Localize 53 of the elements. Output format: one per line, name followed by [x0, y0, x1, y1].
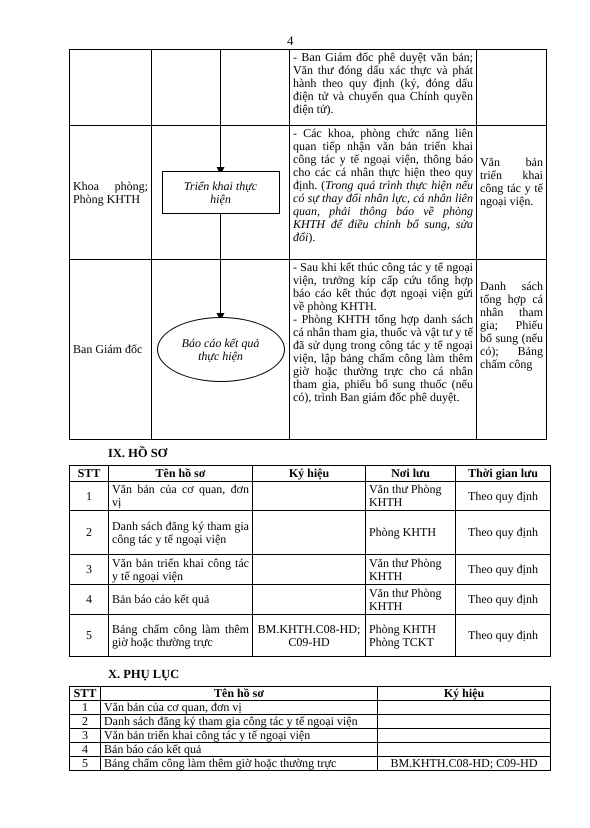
- section-heading: X. PHỤ LỤC: [108, 667, 180, 682]
- page-number: 4: [287, 33, 294, 49]
- table-cell: Văn bản triển khai công tác y tế ngoại viện: [108, 554, 252, 584]
- output-document: Văn bản triển khai công tác y tế ngoại viện.: [476, 126, 546, 260]
- step-description: - Phòng KHTH tổng hợp danh sách cá nhân tham gia, thuốc và vật tư y tế đã sử dụng trong công tác y tế ngoại viện, lập bảng chấm công làm thêm giờ hoặc thường trực cho cá nhân tham gia, phiếu bổ sung thuốc (nếu có), trình Ban giám đốc phê duyệt.: [293, 313, 473, 404]
- table-cell: Bản báo cáo kết quả: [100, 742, 378, 756]
- table-cell: Bảng chấm công làm thêm giờ hoặc thường trực: [108, 614, 252, 656]
- table-cell: Văn thư Phòng KHTH: [366, 482, 456, 510]
- lane-label: Ban Giám đốc: [70, 260, 152, 440]
- section-heading: IX. HỒ SƠ: [108, 446, 168, 461]
- step-description: - Ban Giám đốc phê duyệt văn bản; Văn thư đóng dấu xác thực và phát hành theo quy định (ký, đóng dấu điện tử và chuyển qua Chính quyền điện tử).: [290, 50, 476, 126]
- table-cell: Theo quy định: [456, 614, 550, 656]
- table-cell: Phòng KHTH Phòng TCKT: [366, 614, 456, 656]
- table-cell: Bảng chấm công làm thêm giờ hoặc thường trực: [100, 756, 378, 770]
- table-cell: BM.KHTH.C08-HD; C09-HD: [378, 756, 550, 770]
- table-cell: 4: [70, 584, 108, 614]
- process-box: Triển khai thực hiện: [162, 171, 280, 214]
- table-cell: 1: [70, 700, 100, 714]
- table-cell: Phòng KHTH: [366, 510, 456, 554]
- table-cell: BM.KHTH.C08-HD; C09-HD: [252, 614, 366, 656]
- table-cell: 3: [70, 554, 108, 584]
- output-document: Danh sách tổng hợp cá nhân tham gia; Phiếu bổ sung (nếu có); Bảng chấm công: [476, 260, 546, 440]
- column-header: Nơi lưu: [366, 466, 456, 482]
- lane-label: Khoa phòng; Phòng KHTH: [70, 126, 152, 260]
- column-header: STT: [70, 466, 108, 482]
- column-header: Ký hiệu: [252, 466, 366, 482]
- column-header: Ký hiệu: [378, 686, 550, 700]
- table-cell: 5: [70, 756, 100, 770]
- column-header: Thời gian lưu: [456, 466, 550, 482]
- table-cell: Danh sách đăng ký tham gia công tác y tế ngoại viện: [108, 510, 252, 554]
- table-cell: Theo quy định: [456, 482, 550, 510]
- table-cell: Văn thư Phòng KHTH: [366, 554, 456, 584]
- terminal-ellipse: Báo cáo kết quả thực hiện: [156, 317, 284, 382]
- step-description: - Sau khi kết thúc công tác y tế ngoại viện, trưởng kíp cấp cứu tổng hợp báo cáo kết thúc đợt ngoại viện gửi về phòng KHTH.: [293, 261, 473, 313]
- table-cell: 2: [70, 510, 108, 554]
- table-cell: Bản báo cáo kết quả: [108, 584, 252, 614]
- table-cell: 1: [70, 482, 108, 510]
- table-cell: 5: [70, 614, 108, 656]
- step-description: - Các khoa, phòng chức năng liên quan tiếp nhận văn bản triển khai công tác y tế ngoại viện, thông báo cho các cá nhân thực hiện theo quy định. (Trong quá trình thực hiện nếu có sự thay đổi nhân lực, cá nhân liên quan, phải thông báo về phòng KHTH để điều chỉnh bổ sung, sửa đổi).: [290, 126, 476, 260]
- table-cell: Danh sách đăng ký tham gia công tác y tế ngoại viện: [100, 714, 378, 728]
- table-cell: Theo quy định: [456, 510, 550, 554]
- table-cell: Văn bản triển khai công tác y tế ngoại viện: [100, 728, 378, 742]
- column-header: Tên hồ sơ: [108, 466, 252, 482]
- table-cell: Văn thư Phòng KHTH: [366, 584, 456, 614]
- table-cell: Văn bản của cơ quan, đơn vị: [100, 700, 378, 714]
- table-cell: Theo quy định: [456, 584, 550, 614]
- column-header: STT: [70, 686, 100, 700]
- table-cell: 3: [70, 728, 100, 742]
- table-cell: Văn bản của cơ quan, đơn vị: [108, 482, 252, 510]
- table-cell: 4: [70, 742, 100, 756]
- column-header: Tên hồ sơ: [100, 686, 378, 700]
- table-cell: Theo quy định: [456, 554, 550, 584]
- table-cell: 2: [70, 714, 100, 728]
